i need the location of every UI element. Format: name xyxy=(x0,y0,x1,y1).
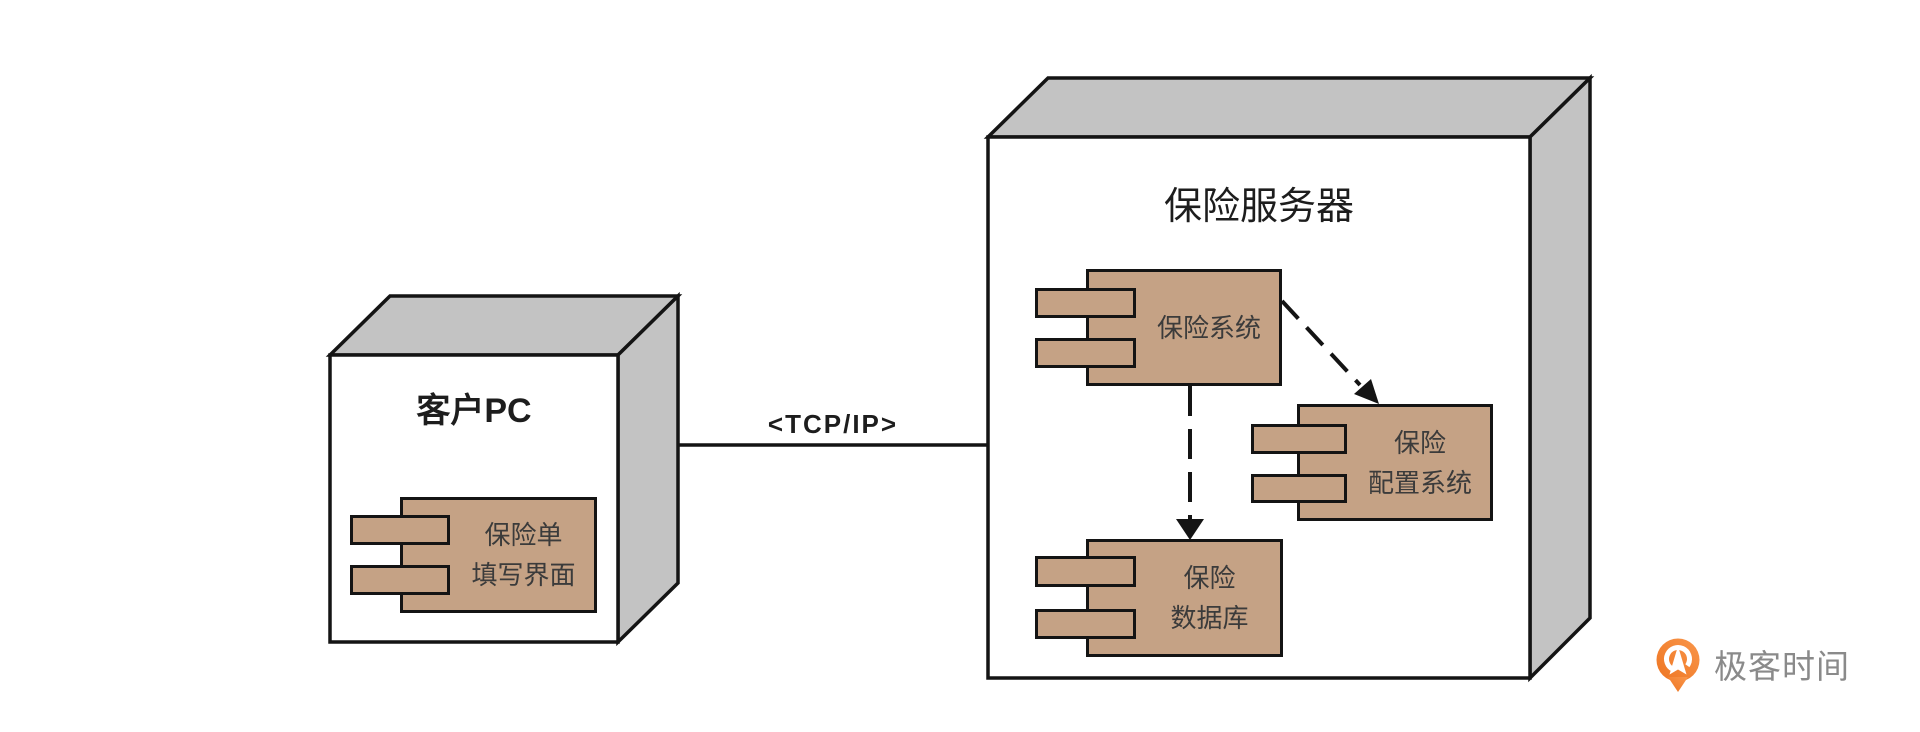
geektime-logo: 极客时间 xyxy=(1651,633,1850,695)
client-pc-side-face xyxy=(616,291,680,647)
insurance-server-side-face xyxy=(1528,73,1592,683)
component-tab-icon xyxy=(1035,338,1136,368)
insurance-server-title: 保险服务器 xyxy=(1163,185,1354,228)
arrowhead-icon xyxy=(1176,519,1204,540)
component-tab-icon xyxy=(1035,609,1136,639)
component-tab-icon xyxy=(1035,556,1136,587)
insurance-server-top-face xyxy=(983,76,1595,139)
component-label: 保险 配置系统 xyxy=(1347,404,1493,521)
client-pc-title: 客户PC xyxy=(416,391,532,430)
component-label-line: 填写界面 xyxy=(471,560,576,590)
dependency-system-to-config xyxy=(1280,299,1379,404)
component-label: 保险 数据库 xyxy=(1136,539,1283,657)
component-label-line: 保险 xyxy=(1393,427,1446,458)
component-label-line: 保险单 xyxy=(484,520,563,550)
dependency-dashed-line xyxy=(1280,299,1362,387)
component-tab-icon xyxy=(350,515,450,545)
component-tab-icon xyxy=(1035,288,1136,318)
geektime-logo-icon xyxy=(1656,638,1700,692)
logo-arrow xyxy=(1669,646,1687,675)
component-label-line: 保险 xyxy=(1183,563,1236,593)
component-label-line: 配置系统 xyxy=(1367,467,1472,498)
tcpip-connection-label: <TCP/IP> xyxy=(767,408,899,439)
component-tab-icon xyxy=(350,565,450,595)
component-label-line: 保险系统 xyxy=(1156,312,1261,343)
component-body xyxy=(400,497,597,613)
logo-pin-tail xyxy=(1668,677,1688,692)
component-label: 保险系统 xyxy=(1136,269,1282,386)
component-label: 保险单 填写界面 xyxy=(450,497,597,613)
geektime-logo-text: 极客时间 xyxy=(1714,648,1850,685)
insurance-server-node xyxy=(983,73,1595,683)
dependency-system-to-database xyxy=(1176,386,1204,540)
component-label-line: 数据库 xyxy=(1170,603,1249,633)
arrowhead-icon xyxy=(1354,379,1379,404)
component-tab-icon xyxy=(1251,474,1347,503)
component-tab-icon xyxy=(1251,424,1347,454)
